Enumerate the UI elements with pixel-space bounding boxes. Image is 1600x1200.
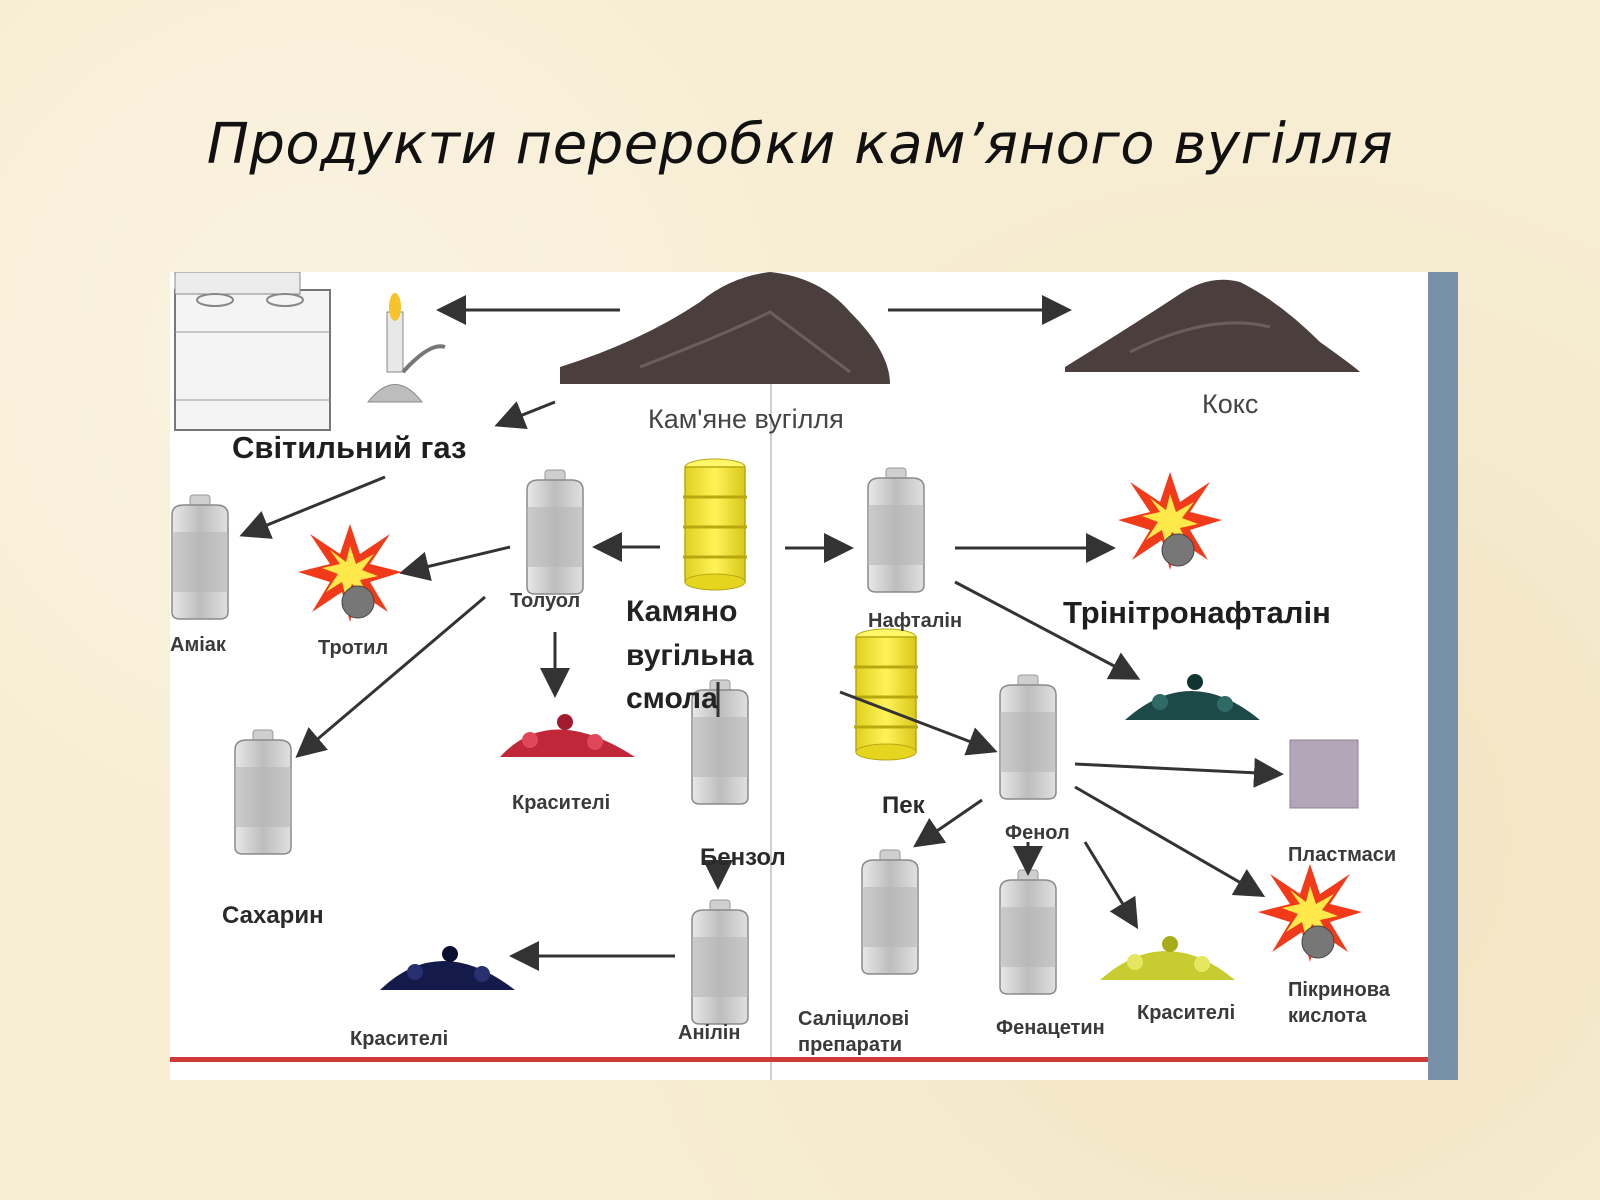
label-tar: Камяно вугільна смола xyxy=(626,595,754,715)
toluene-bottle-icon xyxy=(526,469,584,595)
slide-title: Продукти переробки кам’яного вугілля xyxy=(206,112,1394,177)
tar-barrel-icon xyxy=(681,457,749,592)
picric-burst-icon xyxy=(1257,863,1363,963)
label-phenol: Фенол xyxy=(1005,822,1070,844)
trotyl-burst-icon xyxy=(297,523,403,623)
label-aniline: Анілін xyxy=(678,1022,741,1044)
dyes-red-heap-icon xyxy=(500,714,635,757)
label-gas: Світильний газ xyxy=(232,430,467,465)
label-plastics: Пластмаси xyxy=(1288,844,1397,866)
diagram-panel: Кам'яне вугілля Кокс Світильний газ Камя… xyxy=(170,272,1458,1080)
ammonia-bottle-icon xyxy=(171,494,229,620)
bottom-red-line xyxy=(170,1057,1428,1062)
naphthalene-bottle-icon xyxy=(867,467,925,593)
phenacetin-bottle-icon xyxy=(999,869,1057,995)
label-ammonia: Аміак xyxy=(170,634,226,656)
label-dyes-blue: Красителі xyxy=(350,1028,449,1050)
label-saccharin: Сахарин xyxy=(222,902,324,929)
label-coal: Кам'яне вугілля xyxy=(648,404,844,434)
label-benzene: Бензол xyxy=(700,844,786,871)
plastics-tile-icon xyxy=(1289,739,1359,809)
trinitro-burst-icon xyxy=(1117,471,1223,571)
label-trotyl: Тротил xyxy=(318,637,389,659)
label-phenacetin: Фенацетин xyxy=(996,1017,1105,1039)
label-trinitro: Трінітронафталін xyxy=(1063,595,1331,630)
label-dyes-yellow: Красителі xyxy=(1137,1002,1236,1024)
label-coke: Кокс xyxy=(1202,389,1259,419)
label-dyes-red: Красителі xyxy=(512,792,611,814)
label-pitch: Пек xyxy=(882,792,925,819)
salicylic-bottle-icon xyxy=(861,849,919,975)
pitch-barrel-icon xyxy=(852,627,920,762)
label-naphthalene: Нафталін xyxy=(868,610,963,632)
diagram-graphics xyxy=(171,272,1363,1025)
page-fold xyxy=(770,272,772,1080)
phenol-bottle-icon xyxy=(999,674,1057,800)
dyes-blue-heap-icon xyxy=(380,946,515,990)
dyes-yellow-heap-icon xyxy=(1100,936,1235,980)
label-salicylic: Саліцилові препарати xyxy=(798,1008,910,1056)
label-picric: Пікринова кислота xyxy=(1288,979,1390,1027)
dyes-green-heap-icon xyxy=(1125,674,1260,720)
right-side-bar xyxy=(1428,272,1458,1080)
saccharin-bottle-icon xyxy=(234,729,292,855)
label-toluene: Толуол xyxy=(510,590,581,612)
aniline-bottle-icon xyxy=(691,899,749,1025)
